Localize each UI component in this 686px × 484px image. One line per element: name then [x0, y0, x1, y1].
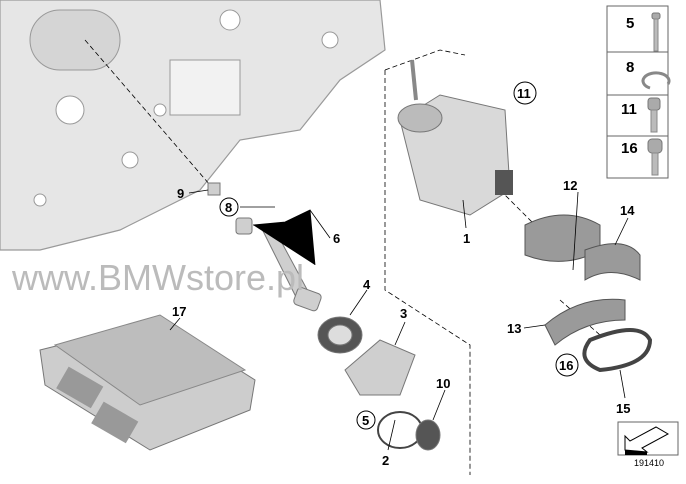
callout-8: 8	[225, 200, 232, 215]
callout-1: 1	[463, 231, 470, 246]
callout-13: 13	[507, 321, 521, 336]
callout-2: 2	[382, 453, 389, 468]
housing-illustration	[0, 0, 386, 251]
legend-number-16: 16	[621, 140, 638, 157]
callout-4: 4	[363, 277, 371, 292]
callout-5: 5	[362, 413, 369, 428]
fastener-legend: 5 8 11 16	[606, 5, 671, 179]
callout-9: 9	[177, 186, 184, 201]
callout-14: 14	[620, 203, 635, 218]
long-bolt-icon	[651, 12, 661, 52]
legend-number-5: 5	[626, 15, 634, 32]
legend-number-11: 11	[621, 101, 637, 118]
legend-number-8: 8	[626, 59, 634, 76]
callouts: 1 2 3 4 5 6 7 8 9 10 11 12 13 14 15 16 1…	[172, 81, 635, 468]
circlip-icon	[641, 71, 671, 90]
callout-11: 11	[517, 86, 531, 101]
callout-10: 10	[436, 376, 450, 391]
callout-12: 12	[563, 178, 577, 193]
callout-15: 15	[616, 401, 630, 416]
orientation-arrow-box: 191410	[617, 421, 679, 468]
leader-lines	[169, 189, 629, 451]
collar-screw-icon	[647, 138, 663, 176]
diagram-number: 191410	[634, 458, 664, 468]
arrow-icon	[624, 426, 670, 455]
control-unit-illustration	[39, 314, 256, 451]
callout-7: 7	[287, 219, 294, 234]
clamp-parts-illustration	[524, 214, 653, 373]
callout-17: 17	[172, 304, 186, 319]
callout-16: 16	[559, 358, 573, 373]
socket-screw-icon	[647, 97, 661, 133]
callout-3: 3	[400, 306, 407, 321]
callout-6: 6	[333, 231, 340, 246]
actuator-motor-illustration	[397, 59, 513, 216]
shaft-parts-illustration	[207, 182, 441, 451]
watermark: www.BMWstore.pl	[11, 257, 304, 298]
